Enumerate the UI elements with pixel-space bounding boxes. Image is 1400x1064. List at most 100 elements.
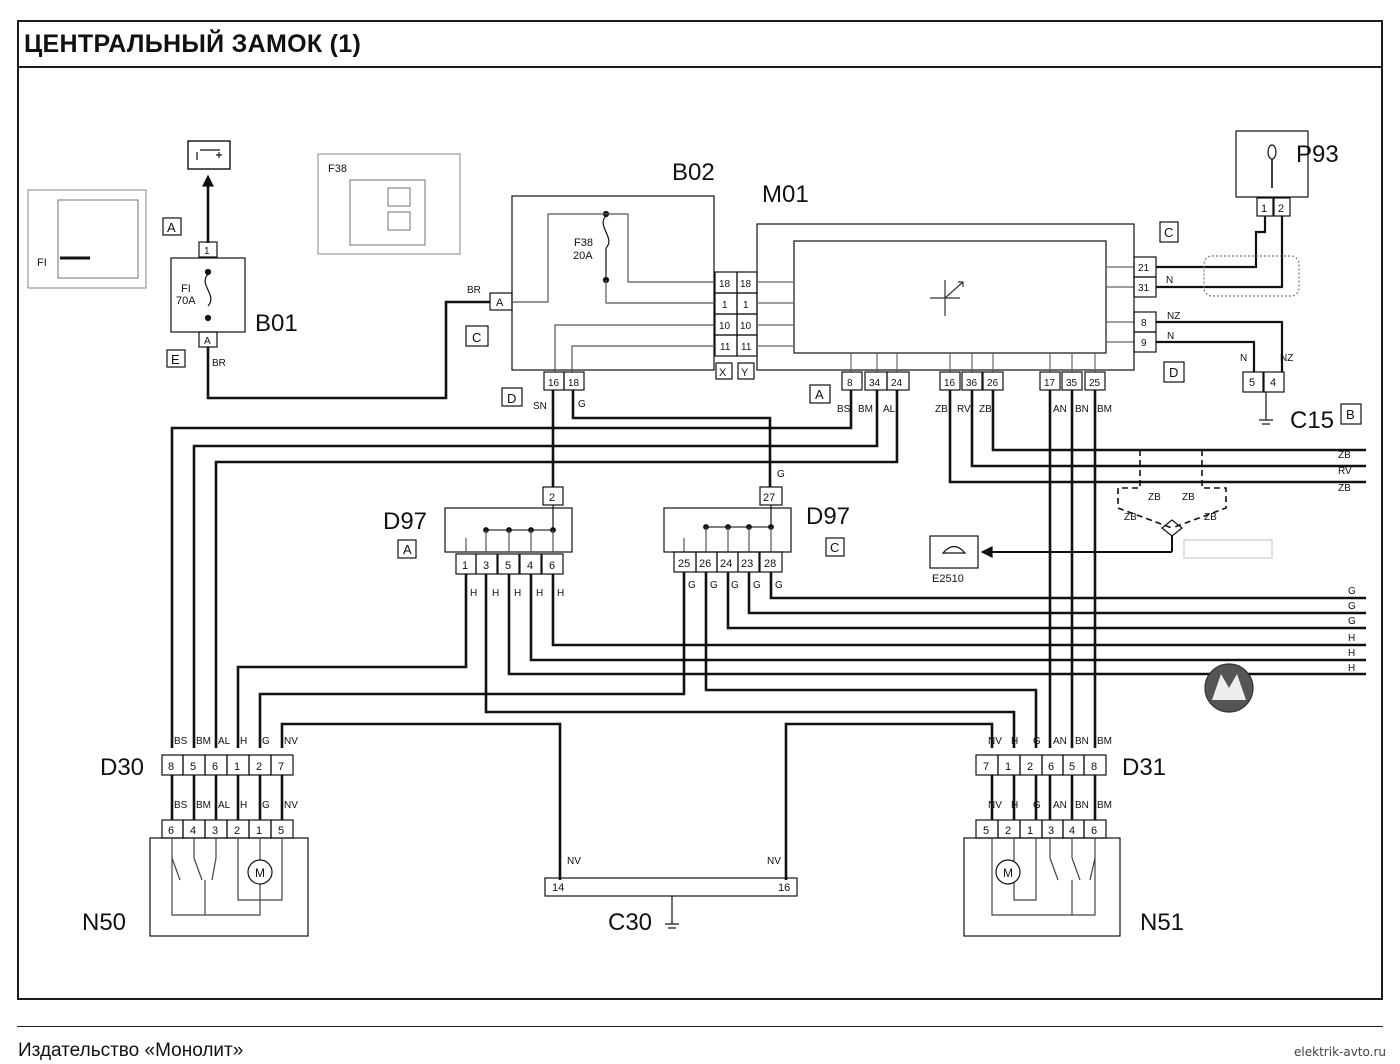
svg-text:1: 1 (1005, 761, 1011, 773)
svg-text:3: 3 (1048, 825, 1054, 837)
svg-text:G: G (710, 580, 718, 591)
svg-text:AL: AL (883, 404, 896, 415)
tag-e-b01 (166, 349, 186, 368)
svg-text:RV: RV (1338, 466, 1352, 477)
page-title: ЦЕНТРАЛЬНЫЙ ЗАМОК (1) (24, 30, 362, 58)
svg-text:36: 36 (966, 378, 978, 389)
svg-text:G: G (578, 399, 586, 410)
svg-text:16: 16 (778, 882, 790, 894)
d97-a-label: D97 (383, 508, 427, 535)
d97-c-label: D97 (806, 503, 850, 530)
svg-text:ZB: ZB (1182, 492, 1195, 503)
svg-text:H: H (1011, 736, 1018, 747)
svg-text:C: C (830, 540, 839, 555)
b01-label: B01 (255, 310, 298, 337)
svg-text:BS: BS (174, 736, 188, 747)
svg-text:5: 5 (1069, 761, 1075, 773)
d30-label: D30 (100, 754, 144, 781)
p93-label: P93 (1296, 141, 1339, 168)
svg-text:ZB: ZB (1338, 483, 1351, 494)
svg-text:Y: Y (741, 367, 749, 379)
svg-text:AN: AN (1053, 800, 1067, 811)
m01-label: M01 (762, 181, 809, 208)
svg-text:9: 9 (1141, 338, 1147, 349)
svg-text:M: M (1003, 866, 1013, 880)
svg-text:NV: NV (284, 800, 298, 811)
svg-text:X: X (719, 367, 727, 379)
svg-text:1: 1 (722, 300, 728, 311)
m01-bottom-pins: 8 34 24 16 36 26 17 35 25 (841, 371, 1106, 391)
svg-text:17: 17 (1044, 378, 1056, 389)
svg-text:AL: AL (218, 736, 231, 747)
svg-text:ZB: ZB (979, 404, 992, 415)
svg-text:1: 1 (234, 761, 240, 773)
svg-text:BN: BN (1075, 736, 1089, 747)
svg-text:H: H (492, 588, 499, 599)
c30-connector (544, 877, 798, 897)
svg-text:G: G (1033, 736, 1041, 747)
svg-text:70A: 70A (176, 295, 196, 307)
svg-text:NV: NV (767, 856, 781, 867)
svg-text:4: 4 (527, 560, 533, 572)
svg-text:C: C (1164, 225, 1173, 240)
svg-text:28: 28 (764, 558, 776, 570)
svg-text:G: G (777, 469, 785, 480)
svg-text:RV: RV (957, 404, 971, 415)
svg-text:ZB: ZB (1338, 450, 1351, 461)
b02-label: B02 (672, 159, 715, 186)
svg-text:25: 25 (1089, 378, 1101, 389)
svg-text:N: N (1240, 353, 1247, 364)
svg-text:35: 35 (1066, 378, 1078, 389)
d97-a-pins: 1 3 5 4 6 (455, 553, 564, 575)
svg-text:BN: BN (1075, 404, 1089, 415)
svg-text:1: 1 (204, 246, 210, 257)
svg-text:16: 16 (944, 378, 956, 389)
publisher-credit: Издательство «Монолит» (18, 1040, 244, 1061)
svg-text:NV: NV (567, 856, 581, 867)
svg-text:5: 5 (278, 825, 284, 837)
svg-text:ZB: ZB (935, 404, 948, 415)
svg-text:5: 5 (190, 761, 196, 773)
svg-text:H: H (536, 588, 543, 599)
svg-text:SN: SN (533, 401, 547, 412)
svg-text:8: 8 (168, 761, 174, 773)
n51-pins: 5 2 1 3 4 6 (975, 819, 1107, 839)
svg-text:G: G (1033, 800, 1041, 811)
svg-text:2: 2 (549, 492, 555, 504)
svg-text:A: A (815, 387, 824, 402)
n51-actuator (963, 837, 1121, 937)
svg-text:BM: BM (1097, 736, 1112, 747)
svg-text:10: 10 (719, 321, 731, 332)
svg-text:27: 27 (763, 492, 775, 504)
svg-text:18: 18 (719, 279, 731, 290)
b02-right-pins: 18 1 10 11 (714, 271, 738, 357)
lamp-e2510-icon (929, 535, 979, 569)
d31-connector: 7 1 2 6 5 8 (975, 754, 1107, 776)
n51-motor-icon (995, 859, 1021, 885)
svg-text:G: G (753, 580, 761, 591)
svg-text:BM: BM (1097, 800, 1112, 811)
svg-text:H: H (1348, 648, 1355, 659)
b02-box (511, 195, 715, 371)
svg-text:BR: BR (467, 285, 481, 296)
svg-text:1: 1 (1027, 825, 1033, 837)
svg-text:N: N (1166, 275, 1173, 286)
svg-text:BS: BS (837, 404, 851, 415)
tag-b-c15 (1340, 403, 1362, 425)
p93-box (1235, 130, 1309, 198)
svg-text:D: D (507, 391, 516, 406)
battery-icon (187, 140, 231, 170)
fuse-box-left-thumbnail: FI (27, 189, 147, 289)
e2510-junction (1117, 450, 1227, 529)
svg-text:E: E (171, 352, 180, 367)
d31-label: D31 (1122, 754, 1166, 781)
svg-text:D: D (1169, 365, 1178, 380)
svg-text:5: 5 (505, 560, 511, 572)
svg-text:A: A (167, 220, 176, 235)
svg-text:B: B (1346, 407, 1355, 422)
svg-text:A: A (204, 336, 211, 347)
svg-text:4: 4 (1069, 825, 1075, 837)
tag-d-m01 (1163, 361, 1185, 383)
tag-c-m01 (1159, 221, 1179, 243)
svg-text:5: 5 (983, 825, 989, 837)
